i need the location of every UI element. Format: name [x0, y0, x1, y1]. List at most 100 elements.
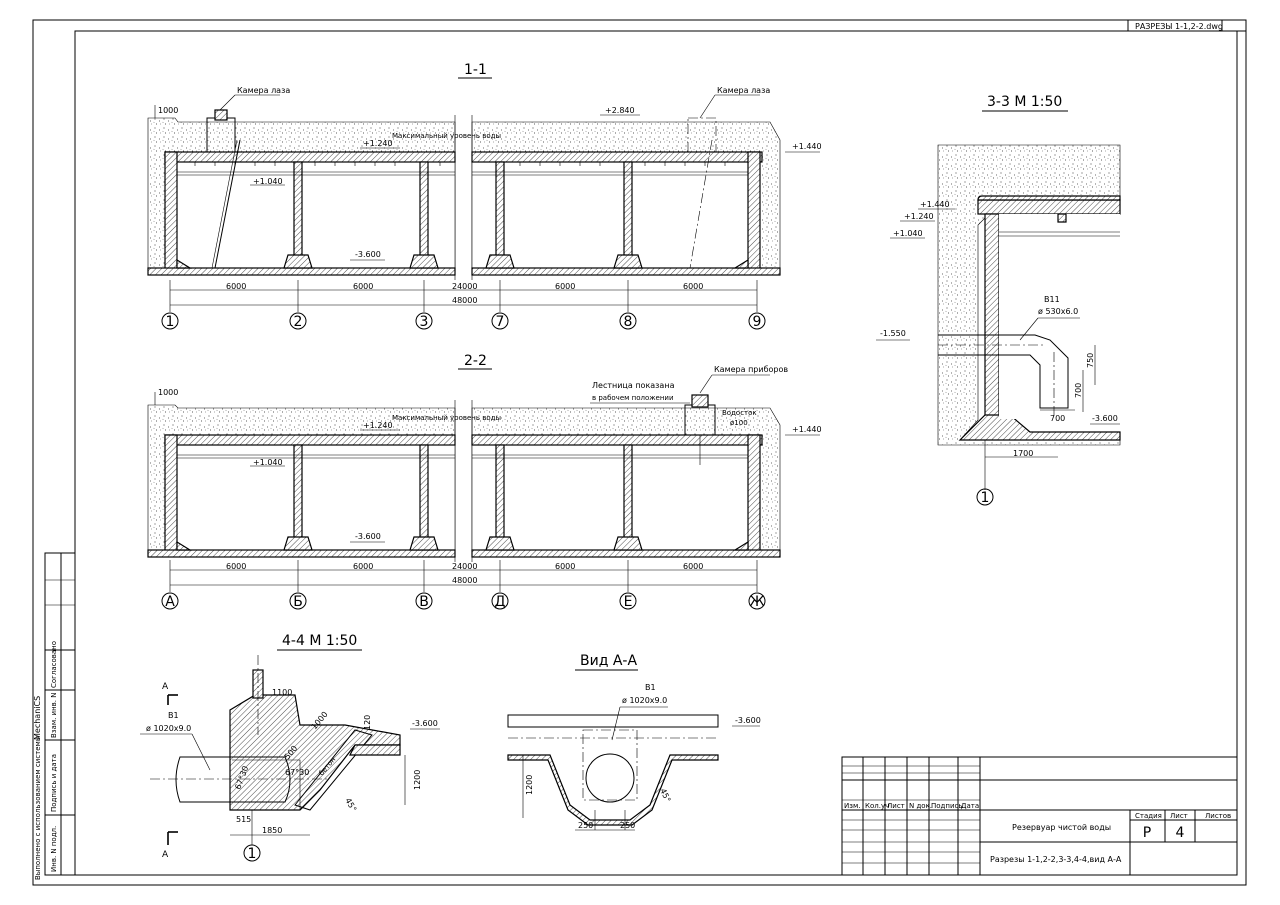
va-dim-250-2: 250 — [620, 821, 635, 830]
stamp-generated-by: Выполнено с использованием системы — [34, 736, 42, 880]
s33-dim-4: 1700 — [1013, 449, 1033, 458]
s11-max-note: Максимальный уровень воды — [392, 132, 501, 140]
s33-pipe-size: ø 530х6.0 — [1038, 307, 1078, 316]
s11-axis-5: 8 — [624, 314, 633, 330]
s11-span-1: 6000 — [226, 282, 246, 291]
sheet-frame — [32, 19, 1247, 886]
s11-span-4: 6000 — [683, 282, 703, 291]
section-3-3-title: 3-3 М 1:50 — [987, 94, 1062, 110]
s44-angle-3: 45° — [343, 797, 358, 814]
s22-water-level: +1.040 — [253, 458, 283, 467]
section-4-4: 4-4 М 1:50 А А В1 ø 1020х9.0 -3.600 1100… — [140, 633, 440, 862]
s44-pipe-size: ø 1020х9.0 — [146, 724, 191, 733]
s44-cut-bottom: А — [162, 850, 169, 860]
va-dim-250-1: 250 — [578, 821, 593, 830]
title-block: Изм. Кол.уч Лист N док. Подпись Дата Рез… — [841, 756, 1238, 876]
tb-col-6: Дата — [961, 802, 979, 810]
stamp-label-agreed: Согласовано — [50, 641, 58, 688]
s11-max-level: +1.240 — [363, 139, 393, 148]
s11-bottom-level: -3.600 — [355, 250, 381, 259]
tb-sheet-label: Лист — [1170, 812, 1188, 820]
s44-dim-1200: 1200 — [413, 770, 422, 790]
s11-axis-1: 1 — [166, 314, 175, 330]
stamp-label-replace: Взам. инв. N — [50, 693, 58, 738]
s22-axis-2: Б — [293, 594, 303, 610]
s11-water-level: +1.040 — [253, 177, 283, 186]
s22-offset: 1000 — [158, 388, 178, 397]
s44-dim-120: 120 — [363, 715, 372, 730]
s11-right-level: +1.440 — [792, 142, 822, 151]
s33-level-4: -1.550 — [880, 329, 906, 338]
s22-span-3: 6000 — [555, 562, 575, 571]
s22-max-level: +1.240 — [363, 421, 393, 430]
s11-axis-3: 3 — [420, 314, 429, 330]
section-1-1: 1-1 — [147, 62, 822, 330]
tb-col-2: Кол.уч — [865, 802, 889, 810]
s22-bottom-level: -3.600 — [355, 532, 381, 541]
section-2-2-title: 2-2 — [464, 353, 487, 369]
s33-level-5: -3.600 — [1092, 414, 1118, 423]
s33-dim-2: 700 — [1074, 383, 1083, 398]
stamp-label-inv: Инв. N подл. — [50, 826, 58, 872]
s22-span-2: 6000 — [353, 562, 373, 571]
s11-offset: 1000 — [158, 106, 178, 115]
tb-col-1: Изм. — [844, 802, 860, 810]
s33-dim-1: 750 — [1086, 353, 1095, 368]
tb-stage-label: Стадия — [1135, 812, 1162, 820]
va-dim-1200: 1200 — [525, 775, 534, 795]
s22-axis-4: Д — [495, 594, 506, 610]
s22-ladder-note-2: в рабочем положении — [592, 394, 674, 402]
s11-axis-4: 7 — [496, 314, 505, 330]
s22-instr-label: Камера приборов — [714, 365, 788, 374]
s22-right-level: +1.440 — [792, 425, 822, 434]
file-name: РАЗРЕЗЫ 1-1,2-2.dwg — [1135, 22, 1223, 31]
s44-cut-top: А — [162, 682, 169, 692]
s33-pipe-mark: В11 — [1044, 295, 1060, 304]
section-4-4-title: 4-4 М 1:50 — [282, 633, 357, 649]
s44-dim-1100: 1100 — [272, 688, 292, 697]
va-level: -3.600 — [735, 716, 761, 725]
tb-col-3: Лист — [887, 802, 905, 810]
s22-pipe-note-2: ø100 — [730, 419, 748, 427]
s11-span-3: 6000 — [555, 282, 575, 291]
s33-level-1: +1.440 — [920, 200, 950, 209]
va-pipe-size: ø 1020х9.0 — [622, 696, 667, 705]
tb-sheet-name: Разрезы 1-1,2-2,3-3,4-4,вид А-А — [990, 855, 1122, 864]
s44-pipe-mark: В1 — [168, 711, 179, 720]
s22-axis-1: А — [165, 594, 175, 610]
stamp-system: MechaniCS — [33, 696, 42, 740]
tb-object: Резервуар чистой воды — [1012, 823, 1111, 832]
s11-hatch-label-1: Камера лаза — [237, 86, 290, 95]
s33-dim-3: 700 — [1050, 414, 1065, 423]
va-angle: 45° — [658, 787, 672, 804]
s22-max-note: Максимальный уровень воды — [392, 414, 501, 422]
tb-sheets-label: Листов — [1205, 812, 1231, 820]
s44-level: -3.600 — [412, 719, 438, 728]
side-stamp: Выполнено с использованием системы Mecha… — [33, 552, 76, 880]
s33-level-2: +1.240 — [904, 212, 934, 221]
tb-sheet: 4 — [1176, 825, 1185, 841]
s44-dim-515: 515 — [236, 815, 251, 824]
s44-angle-2: 67°30 — [285, 768, 309, 777]
view-a-a-title: Вид А-А — [580, 653, 637, 669]
s11-hatch-label-2: Камера лаза — [717, 86, 770, 95]
s11-span-2: 6000 — [353, 282, 373, 291]
tb-stage: Р — [1143, 825, 1151, 841]
section-2-2: 2-2 Камера приборов Лестница по — [147, 353, 822, 610]
s11-top-level: +2.840 — [605, 106, 635, 115]
s44-axis: 1 — [248, 846, 257, 862]
s22-pipe-note-1: Водосток — [722, 409, 757, 417]
s33-level-3: +1.040 — [893, 229, 923, 238]
s11-total: 48000 — [452, 296, 477, 305]
s22-span-1: 6000 — [226, 562, 246, 571]
s22-axis-5: Е — [624, 594, 633, 610]
s22-axis-3: В — [419, 594, 429, 610]
section-3-3: 3-3 М 1:50 +1.440 +1.240 +1.040 -1.550 -… — [876, 94, 1121, 506]
s22-ladder-note-1: Лестница показана — [592, 381, 675, 390]
s11-axis-2: 2 — [294, 314, 303, 330]
s11-axis-6: 9 — [753, 314, 762, 330]
s22-total: 48000 — [452, 576, 477, 585]
tb-col-4: N док. — [909, 802, 932, 810]
s22-center-dim: 24000 — [452, 562, 477, 571]
